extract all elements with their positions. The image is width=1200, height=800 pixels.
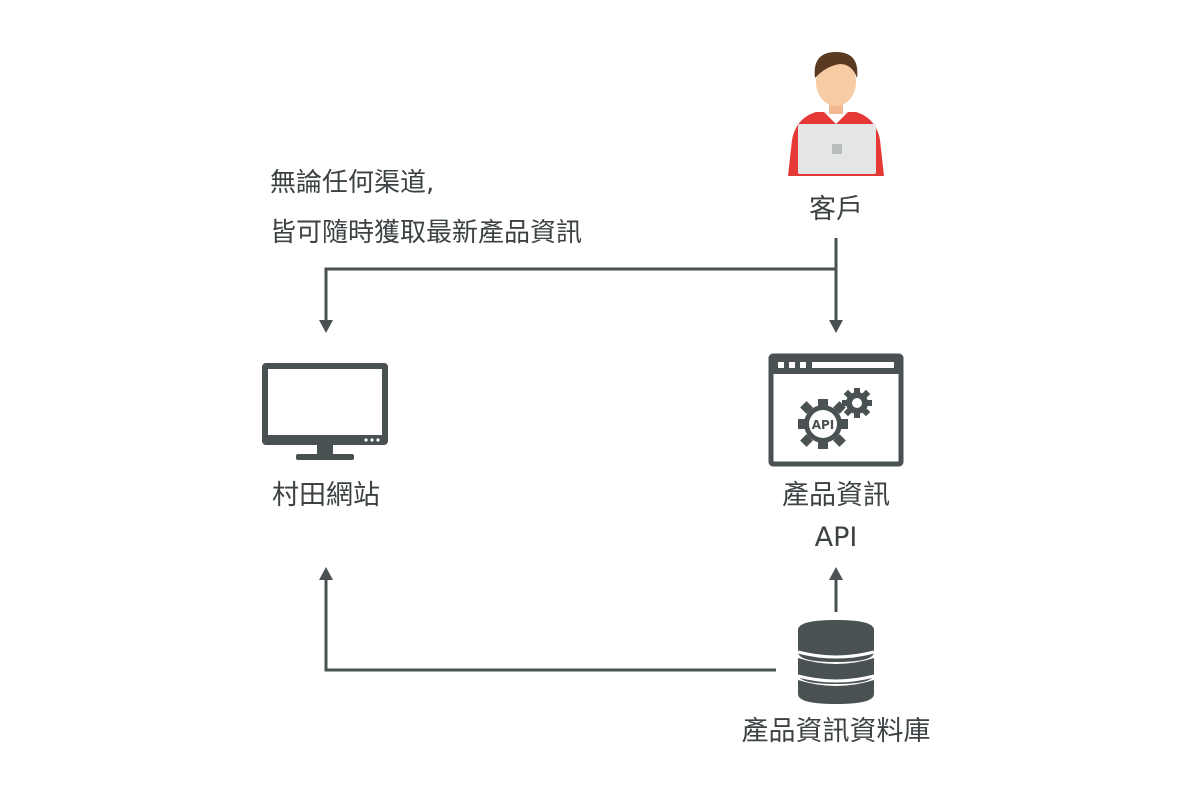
note-line-1: 無論任何渠道, <box>270 168 435 198</box>
api-label-line-1: 產品資訊 <box>782 480 890 511</box>
note-line-2: 皆可隨時獲取最新產品資訊 <box>270 218 583 248</box>
database-label: 產品資訊資料庫 <box>741 716 931 747</box>
connector-database-to-website <box>324 580 776 672</box>
channel-note: 無論任何渠道, 皆可隨時獲取最新產品資訊 <box>270 158 582 258</box>
big-gear-icon <box>798 399 848 449</box>
person-with-laptop-icon <box>788 52 884 176</box>
customer-label: 客戶 <box>809 194 863 225</box>
connector-customer-to-website <box>324 267 836 322</box>
arrowhead-db-to-api <box>829 567 843 580</box>
arrowhead-db-to-website <box>319 567 333 580</box>
arrowhead-to-website <box>319 320 333 333</box>
api-gear-text: API <box>812 418 835 432</box>
api-gear-window-icon: API <box>768 353 904 467</box>
arrowhead-to-api <box>829 320 843 333</box>
small-gear-icon <box>842 388 872 418</box>
api-label-line-2: API <box>814 522 858 553</box>
database-icon <box>797 620 875 704</box>
website-label: 村田網站 <box>272 480 380 511</box>
monitor-icon <box>262 363 388 460</box>
